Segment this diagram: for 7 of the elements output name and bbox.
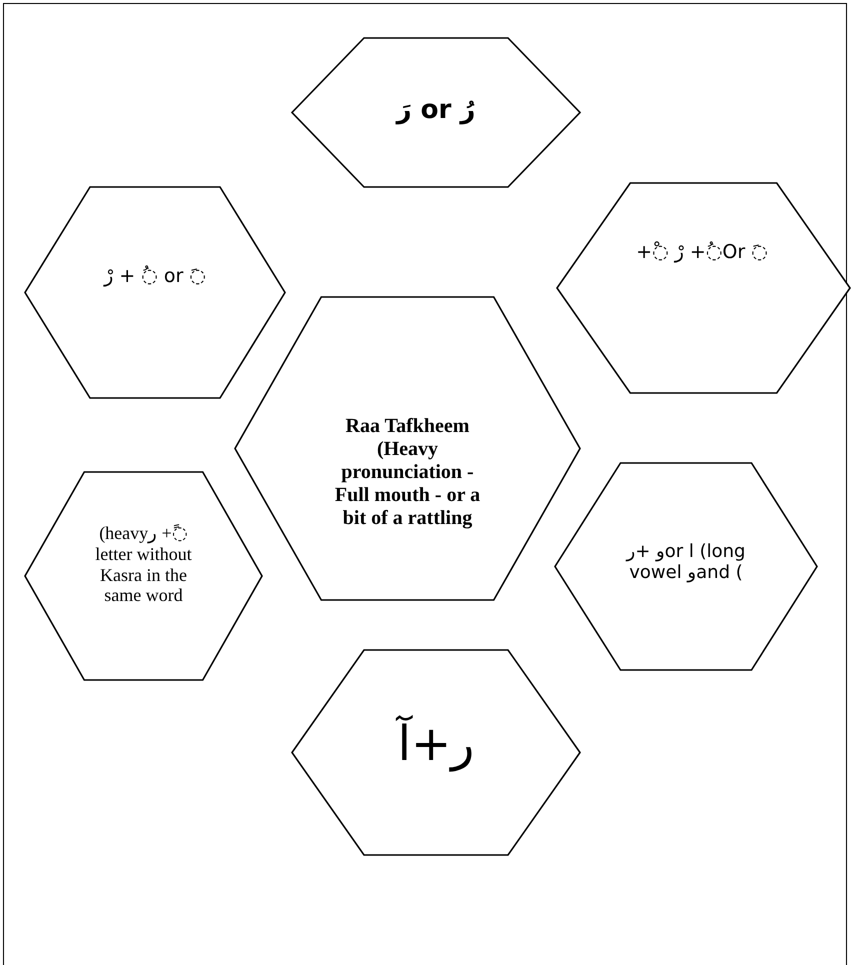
hexagon-text: آ+ر bbox=[394, 714, 476, 774]
hexagon-text: رَ or رُ bbox=[394, 94, 476, 127]
hexagon-text: (heavyر +◌ً letter without Kasra in the same word bbox=[94, 522, 193, 608]
hexagon-text: ر+ وor ا (long vowel وand ( bbox=[625, 540, 746, 585]
hexagon-text: رْ + ◌ُ or ◌َ bbox=[102, 264, 207, 290]
hexagon-text: Raa Tafkheem (Heavy pronunciation - Full mouth - or a bit of a rattling bbox=[334, 414, 482, 530]
hexagon-text: +◌ْ رْ +◌ُOr ◌َ bbox=[635, 240, 769, 266]
